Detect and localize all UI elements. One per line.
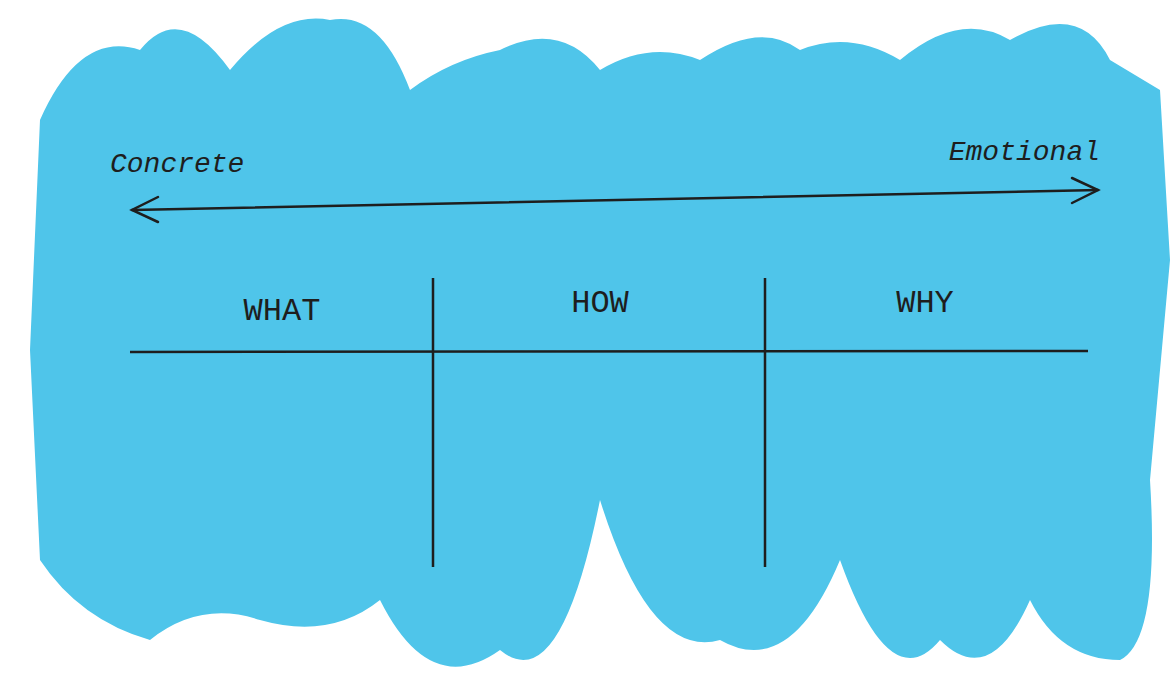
column-header: HOW (571, 286, 629, 321)
arrow-head-right (1072, 178, 1098, 203)
column-header: WHAT (244, 294, 321, 329)
column-divider (432, 278, 435, 567)
table-rule (130, 351, 1088, 352)
arrow-head-left (132, 197, 158, 222)
double-arrow (132, 178, 1098, 222)
axis-label: Concrete (110, 150, 244, 181)
column-header: WHY (896, 286, 954, 321)
column-divider (764, 278, 767, 567)
arrow-shaft (132, 190, 1098, 210)
table-lines (130, 278, 1088, 567)
axis-label: Emotional (949, 138, 1100, 169)
brush-stroke (30, 19, 1170, 667)
